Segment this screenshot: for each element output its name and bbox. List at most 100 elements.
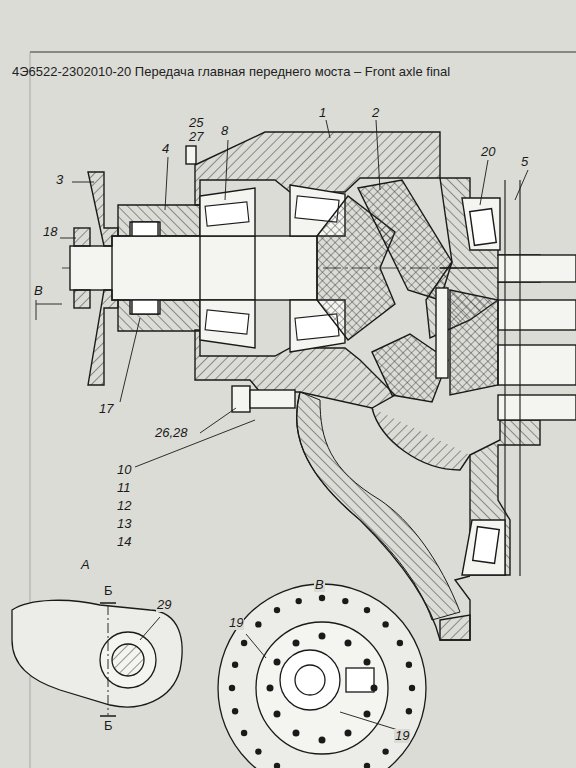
- bolt-hole: [397, 640, 403, 646]
- drawing-stroke: [372, 408, 470, 470]
- drawing-stroke: [72, 182, 94, 183]
- bolt-hole: [382, 621, 388, 627]
- drawing-stroke: [340, 712, 398, 730]
- drawing-stroke: [205, 202, 249, 226]
- drawing-stroke: [200, 300, 255, 348]
- drawing-stroke: [376, 120, 380, 190]
- drawing-stroke: [132, 300, 158, 314]
- callout-number: 25: [188, 116, 204, 130]
- drawing-stroke: [436, 288, 448, 378]
- drawing-stroke: [498, 255, 576, 282]
- callout-number: Б: [103, 584, 114, 598]
- callout-number: 5: [520, 155, 529, 169]
- drawing-stroke: [280, 650, 340, 710]
- callout-number: В: [33, 284, 44, 298]
- bolt-hole: [382, 748, 388, 754]
- drawing-stroke: [118, 300, 200, 331]
- drawing-stroke: [246, 634, 398, 730]
- drawing-stroke: [60, 238, 76, 239]
- bolt-hole: [296, 598, 302, 604]
- callout-number: 1: [318, 106, 327, 120]
- bolt-hole: [364, 659, 371, 666]
- bolt-hole: [345, 640, 352, 647]
- bolt-hole: [319, 595, 325, 601]
- drawing-stroke: [480, 160, 488, 205]
- callout-number: 19: [228, 616, 244, 630]
- drawing-stroke: [186, 146, 196, 164]
- bolt-hole: [406, 662, 412, 668]
- bolt-hole: [406, 708, 412, 714]
- drawing-stroke: [229, 595, 415, 768]
- callout-number: 13: [116, 517, 132, 531]
- drawing-stroke: [462, 198, 500, 250]
- drawing-stroke: [462, 198, 505, 575]
- bolt-hole: [274, 711, 281, 718]
- drawing-stroke: [199, 236, 200, 300]
- drawing-stroke: [450, 290, 498, 395]
- bolt-hole: [274, 763, 280, 768]
- callout-number: 11: [116, 481, 132, 495]
- bolt-hole: [229, 685, 235, 691]
- callout-number: 8: [220, 124, 229, 138]
- bolt-hole: [267, 685, 274, 692]
- drawing-stroke: [70, 246, 115, 290]
- callout-number: 26,28: [154, 426, 189, 440]
- drawing-stroke: [473, 527, 500, 564]
- bolt-hole: [293, 640, 300, 647]
- drawing-stroke: [505, 180, 520, 576]
- drawing-stroke: [12, 600, 182, 716]
- callout-number: 12: [116, 499, 132, 513]
- drawing-stroke: [30, 51, 576, 52]
- drawing-stroke: [440, 267, 498, 268]
- drawing-stroke: [470, 209, 497, 246]
- bolt-hole: [232, 708, 238, 714]
- drawing-stroke: [346, 668, 374, 692]
- bolt-hole: [293, 730, 300, 737]
- callout-number: 14: [116, 535, 132, 549]
- drawing-stroke: [112, 236, 317, 300]
- bolt-hole: [342, 598, 348, 604]
- drawing-stroke: [36, 300, 62, 320]
- drawing-stroke: [100, 603, 116, 716]
- drawing-stroke: [250, 390, 295, 408]
- drawing-stroke: [498, 300, 576, 330]
- bolt-hole: [241, 640, 247, 646]
- callout-number: 20: [480, 145, 496, 159]
- bolt-hole: [364, 763, 370, 768]
- drawing-stroke: [246, 634, 266, 658]
- callout-number: 4: [161, 142, 170, 156]
- drawing-stroke: [295, 665, 325, 695]
- callout-number: 17: [98, 402, 114, 416]
- callout-number: 3: [55, 173, 64, 187]
- callout-number: Б: [103, 719, 114, 733]
- drawing-stroke: [88, 172, 118, 246]
- bolt-hole: [409, 685, 415, 691]
- drawing-stroke: [112, 644, 144, 676]
- drawing-stroke: [254, 236, 255, 300]
- drawing-stroke: [515, 170, 528, 200]
- callout-number: А: [80, 558, 91, 572]
- callout-number: В: [314, 578, 325, 592]
- drawing-stroke: [440, 615, 470, 640]
- bolt-hole: [345, 730, 352, 737]
- drawing-stroke: [165, 157, 168, 210]
- drawing-stroke: [74, 290, 90, 308]
- drawing-stroke: [118, 205, 200, 236]
- drawing-stroke: [225, 140, 228, 200]
- bolt-hole: [232, 662, 238, 668]
- drawing-stroke: [218, 584, 426, 768]
- bolt-hole: [319, 633, 326, 640]
- callout-number: 10: [116, 463, 132, 477]
- drawing-stroke: [36, 120, 576, 640]
- drawing-stroke: [36, 120, 528, 467]
- drawing-stroke: [140, 617, 160, 640]
- drawing-stroke: [256, 622, 388, 754]
- drawing-stroke: [88, 290, 118, 385]
- drawing-stroke: [232, 386, 250, 412]
- callout-number: 19: [394, 729, 410, 743]
- bolt-hole: [371, 685, 378, 692]
- drawing-stroke: [498, 395, 576, 420]
- bolt-hole: [274, 659, 281, 666]
- drawing-stroke: [120, 318, 140, 402]
